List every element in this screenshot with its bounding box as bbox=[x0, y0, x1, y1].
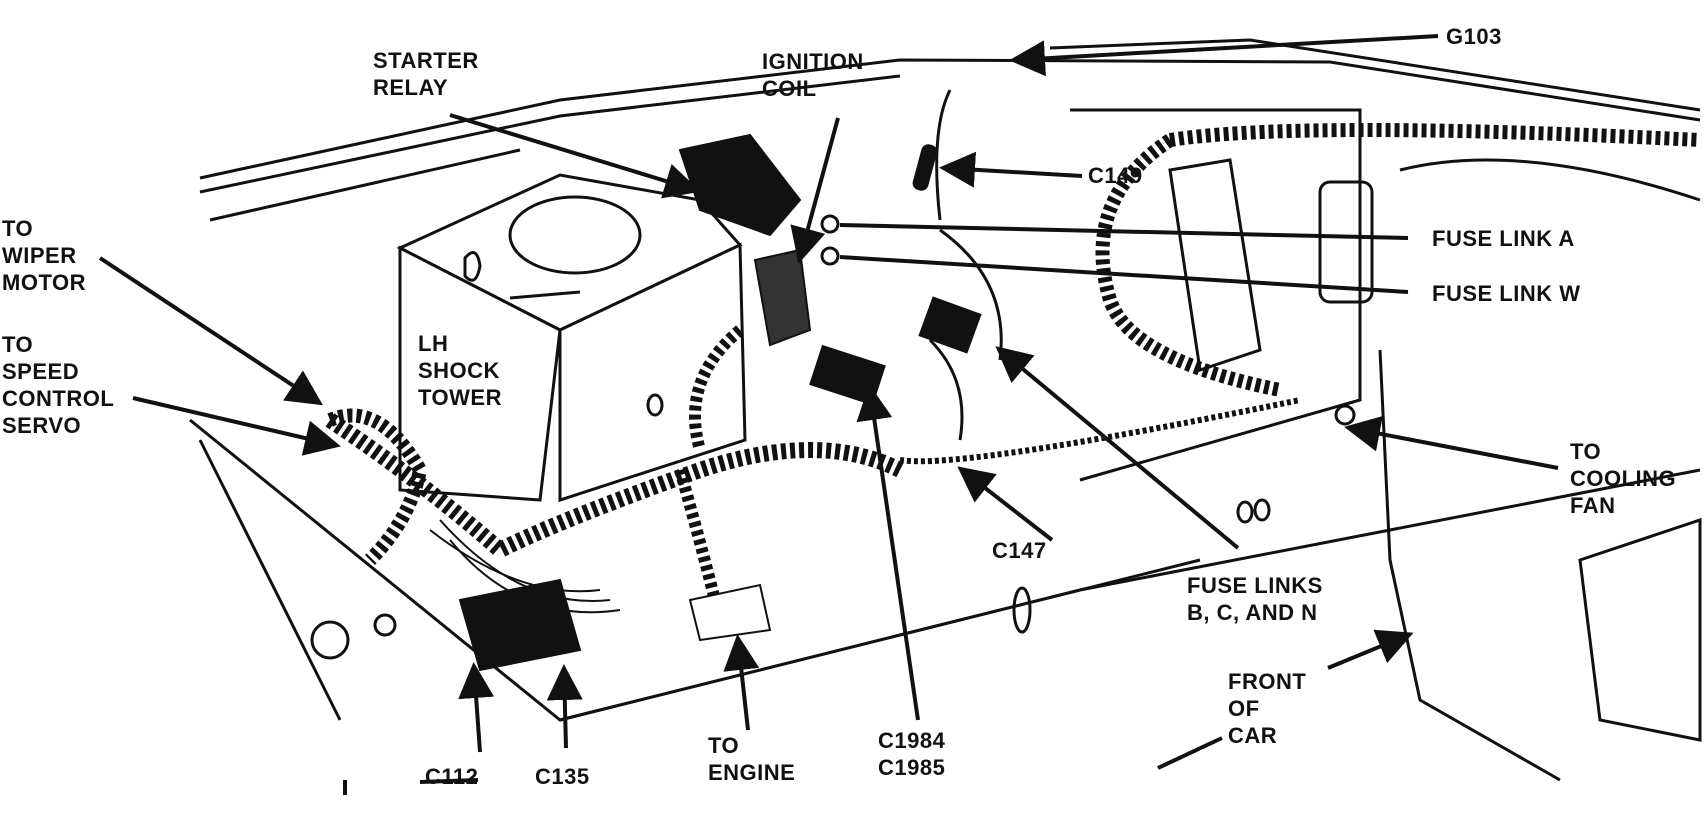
c149-connector bbox=[912, 144, 938, 191]
g103-label: G103 bbox=[1446, 24, 1502, 49]
fuse-link-a-ring bbox=[820, 214, 840, 234]
c1984-connector bbox=[809, 344, 886, 406]
callout-lines bbox=[98, 34, 1559, 795]
fender-outline bbox=[189, 38, 1701, 722]
c135-label: C135 bbox=[535, 764, 590, 789]
lh-shock-tower-label: LH SHOCK TOWER bbox=[418, 331, 502, 410]
bulkhead-connector bbox=[458, 578, 582, 672]
c112-label: C112 bbox=[425, 764, 479, 789]
wiring-harness bbox=[325, 89, 1701, 622]
servo-grommet bbox=[373, 613, 397, 637]
to-speed-control-servo-label: TO SPEED CONTROL SERVO bbox=[2, 332, 115, 438]
front-of-car-label: FRONT OF CAR bbox=[1228, 669, 1307, 748]
fuse-link-w-ring bbox=[820, 246, 840, 266]
c147-label: C147 bbox=[992, 538, 1047, 563]
fender-apron bbox=[1012, 108, 1702, 782]
starter-relay-body bbox=[678, 133, 802, 237]
to-engine-label: TO ENGINE bbox=[708, 733, 796, 785]
c149-label: C149 bbox=[1088, 163, 1143, 188]
ignition-coil-label: IGNITION COIL bbox=[762, 49, 864, 101]
c1984-c1985-label: C1984 C1985 bbox=[878, 728, 946, 780]
fuse-link-w-label: FUSE LINK W bbox=[1432, 281, 1581, 306]
to-wiper-motor-label: TO WIPER MOTOR bbox=[2, 216, 86, 295]
wiper-grommet bbox=[310, 620, 350, 660]
c147-connector bbox=[918, 296, 982, 354]
engine-connector bbox=[688, 583, 772, 642]
fuse-links-bcn-label: FUSE LINKS B, C, AND N bbox=[1187, 573, 1323, 625]
cooling-fan-plug bbox=[1334, 404, 1356, 426]
ignition-coil-body bbox=[753, 248, 812, 347]
fuse-link-a-label: FUSE LINK A bbox=[1432, 226, 1575, 251]
components bbox=[310, 133, 1356, 672]
starter-relay-label: STARTER RELAY bbox=[373, 48, 479, 100]
to-cooling-fan-label: TO COOLING FAN bbox=[1570, 439, 1677, 518]
